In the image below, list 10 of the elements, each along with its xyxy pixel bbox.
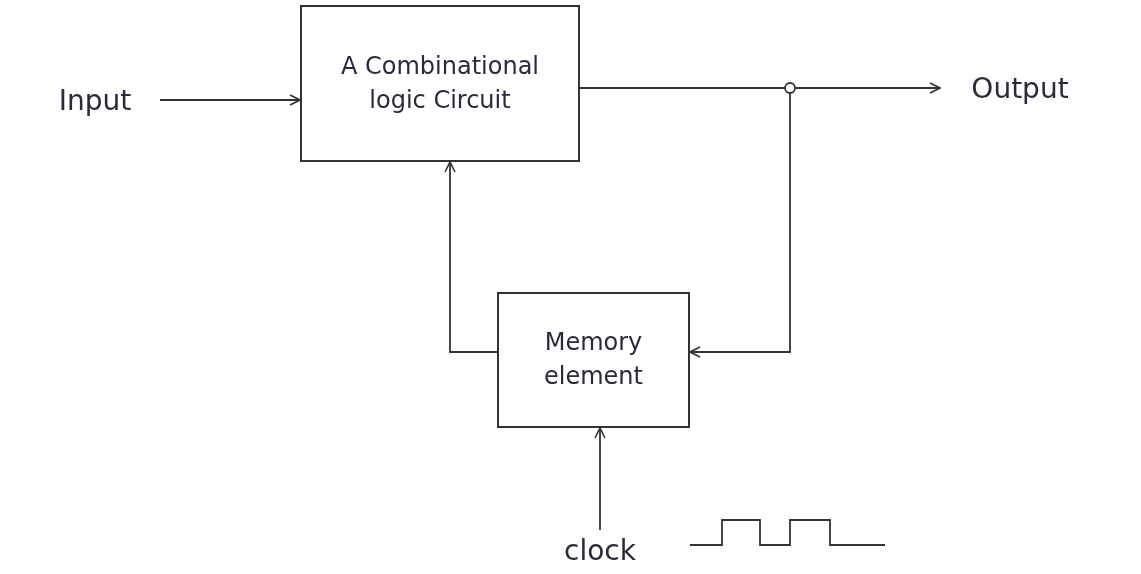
logic-box bbox=[300, 5, 580, 162]
box-label: A Combinational logic Circuit bbox=[339, 50, 540, 116]
arrow bbox=[444, 161, 498, 353]
signal-label: Output bbox=[940, 66, 1100, 110]
signal-label: Input bbox=[30, 78, 160, 122]
signal-label: clock bbox=[545, 530, 655, 570]
arrow bbox=[594, 427, 606, 531]
memory-box bbox=[497, 292, 690, 428]
box-label: Memory element bbox=[543, 327, 644, 392]
arrow bbox=[159, 94, 301, 106]
